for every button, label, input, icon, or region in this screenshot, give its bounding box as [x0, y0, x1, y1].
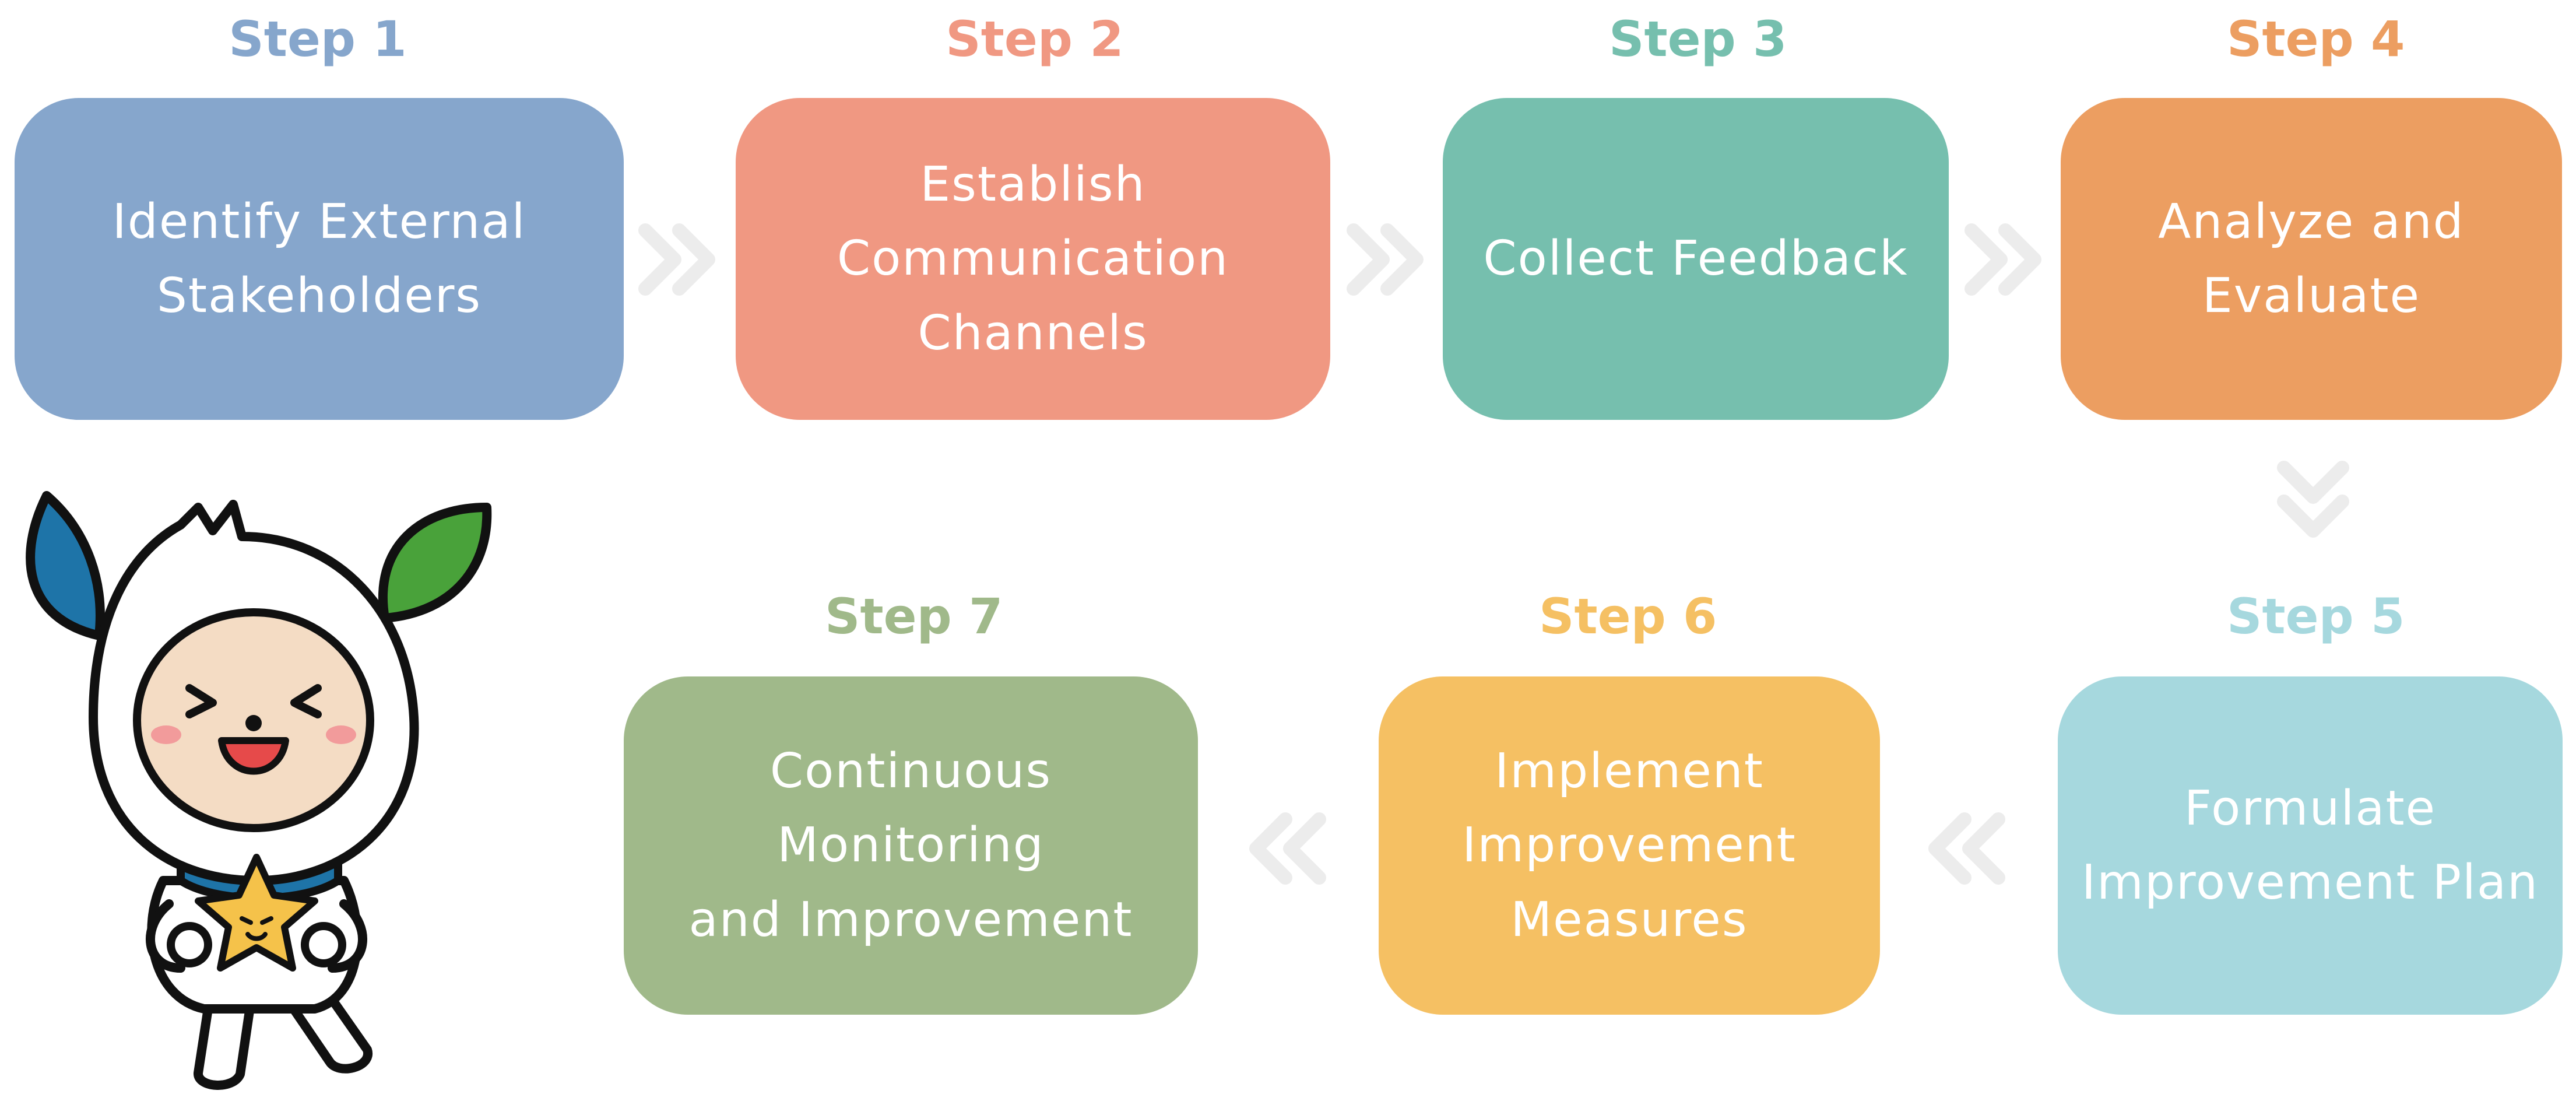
leaf-sprite-mascot-holding-star-icon	[26, 491, 492, 1090]
step-7-box: Continuous Monitoring and Improvement	[624, 676, 1198, 1015]
step-1-text: Identify External Stakeholders	[112, 194, 526, 324]
step-2-text: Establish Communication Channels	[837, 157, 1229, 361]
step-1-box: Identify External Stakeholders	[15, 98, 624, 420]
step-4-box: Analyze and Evaluate	[2061, 98, 2562, 420]
step-3-label: Step 3	[1609, 10, 1787, 68]
double-chevron-left-icon	[1249, 812, 1326, 885]
step-1-label: Step 1	[229, 10, 407, 68]
step-6-label: Step 6	[1539, 588, 1717, 645]
double-chevron-right-icon	[1964, 223, 2041, 296]
step-3-box: Collect Feedback	[1443, 98, 1949, 420]
step-6-text: Implement Improvement Measures	[1462, 744, 1797, 948]
step-7-label: Step 7	[825, 588, 1003, 645]
step-3-text: Collect Feedback	[1483, 231, 1909, 287]
double-chevron-down-icon	[2277, 461, 2349, 538]
step-4-text: Analyze and Evaluate	[2158, 194, 2465, 324]
double-chevron-right-icon	[1347, 223, 1424, 296]
double-chevron-right-icon	[638, 223, 715, 296]
step-6-box: Implement Improvement Measures	[1379, 676, 1880, 1015]
step-2-box: Establish Communication Channels	[736, 98, 1330, 420]
step-5-text: Formulate Improvement Plan	[2081, 780, 2539, 910]
double-chevron-left-icon	[1928, 812, 2005, 885]
step-5-box: Formulate Improvement Plan	[2058, 676, 2563, 1015]
step-4-label: Step 4	[2227, 10, 2405, 68]
step-2-label: Step 2	[946, 10, 1124, 68]
step-7-text: Continuous Monitoring and Improvement	[688, 744, 1133, 948]
step-5-label: Step 5	[2227, 588, 2405, 645]
